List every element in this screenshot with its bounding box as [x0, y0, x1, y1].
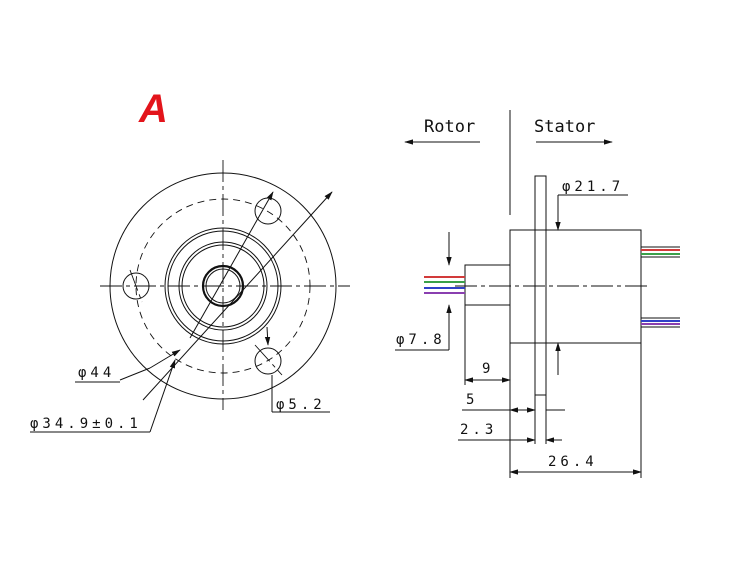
rotor-shaft — [464, 264, 511, 306]
front-view: A φ44 φ34.9±0.1 φ — [30, 87, 350, 433]
dim-diameter-5-2: φ5.2 — [276, 397, 326, 413]
dim-length-9: 9 — [482, 361, 494, 377]
side-view: Rotor Stator φ21.7 φ7.8 — [395, 110, 680, 478]
dim-length-5: 5 — [466, 392, 478, 408]
bore-circle — [201, 264, 245, 308]
mounting-hole-left — [122, 272, 150, 300]
view-label-a: A — [138, 87, 168, 131]
stator-label: Stator — [534, 117, 595, 137]
dim-length-26-4: 26.4 — [548, 454, 598, 470]
dim-diameter-21-7: φ21.7 — [562, 179, 624, 195]
flange-outer-circle — [109, 172, 337, 400]
dim-length-2-3: 2.3 — [460, 422, 497, 438]
mounting-flange — [534, 175, 547, 396]
rotor-label: Rotor — [424, 117, 475, 137]
mounting-hole-top — [254, 197, 282, 225]
mounting-hole-bottom — [254, 347, 282, 375]
dim-diameter-34-9: φ34.9±0.1 — [30, 416, 142, 432]
stator-housing — [509, 229, 642, 344]
bolt-circle — [135, 198, 311, 374]
dim-diameter-7-8: φ7.8 — [396, 332, 446, 348]
dim-diameter-44: φ44 — [78, 365, 115, 381]
